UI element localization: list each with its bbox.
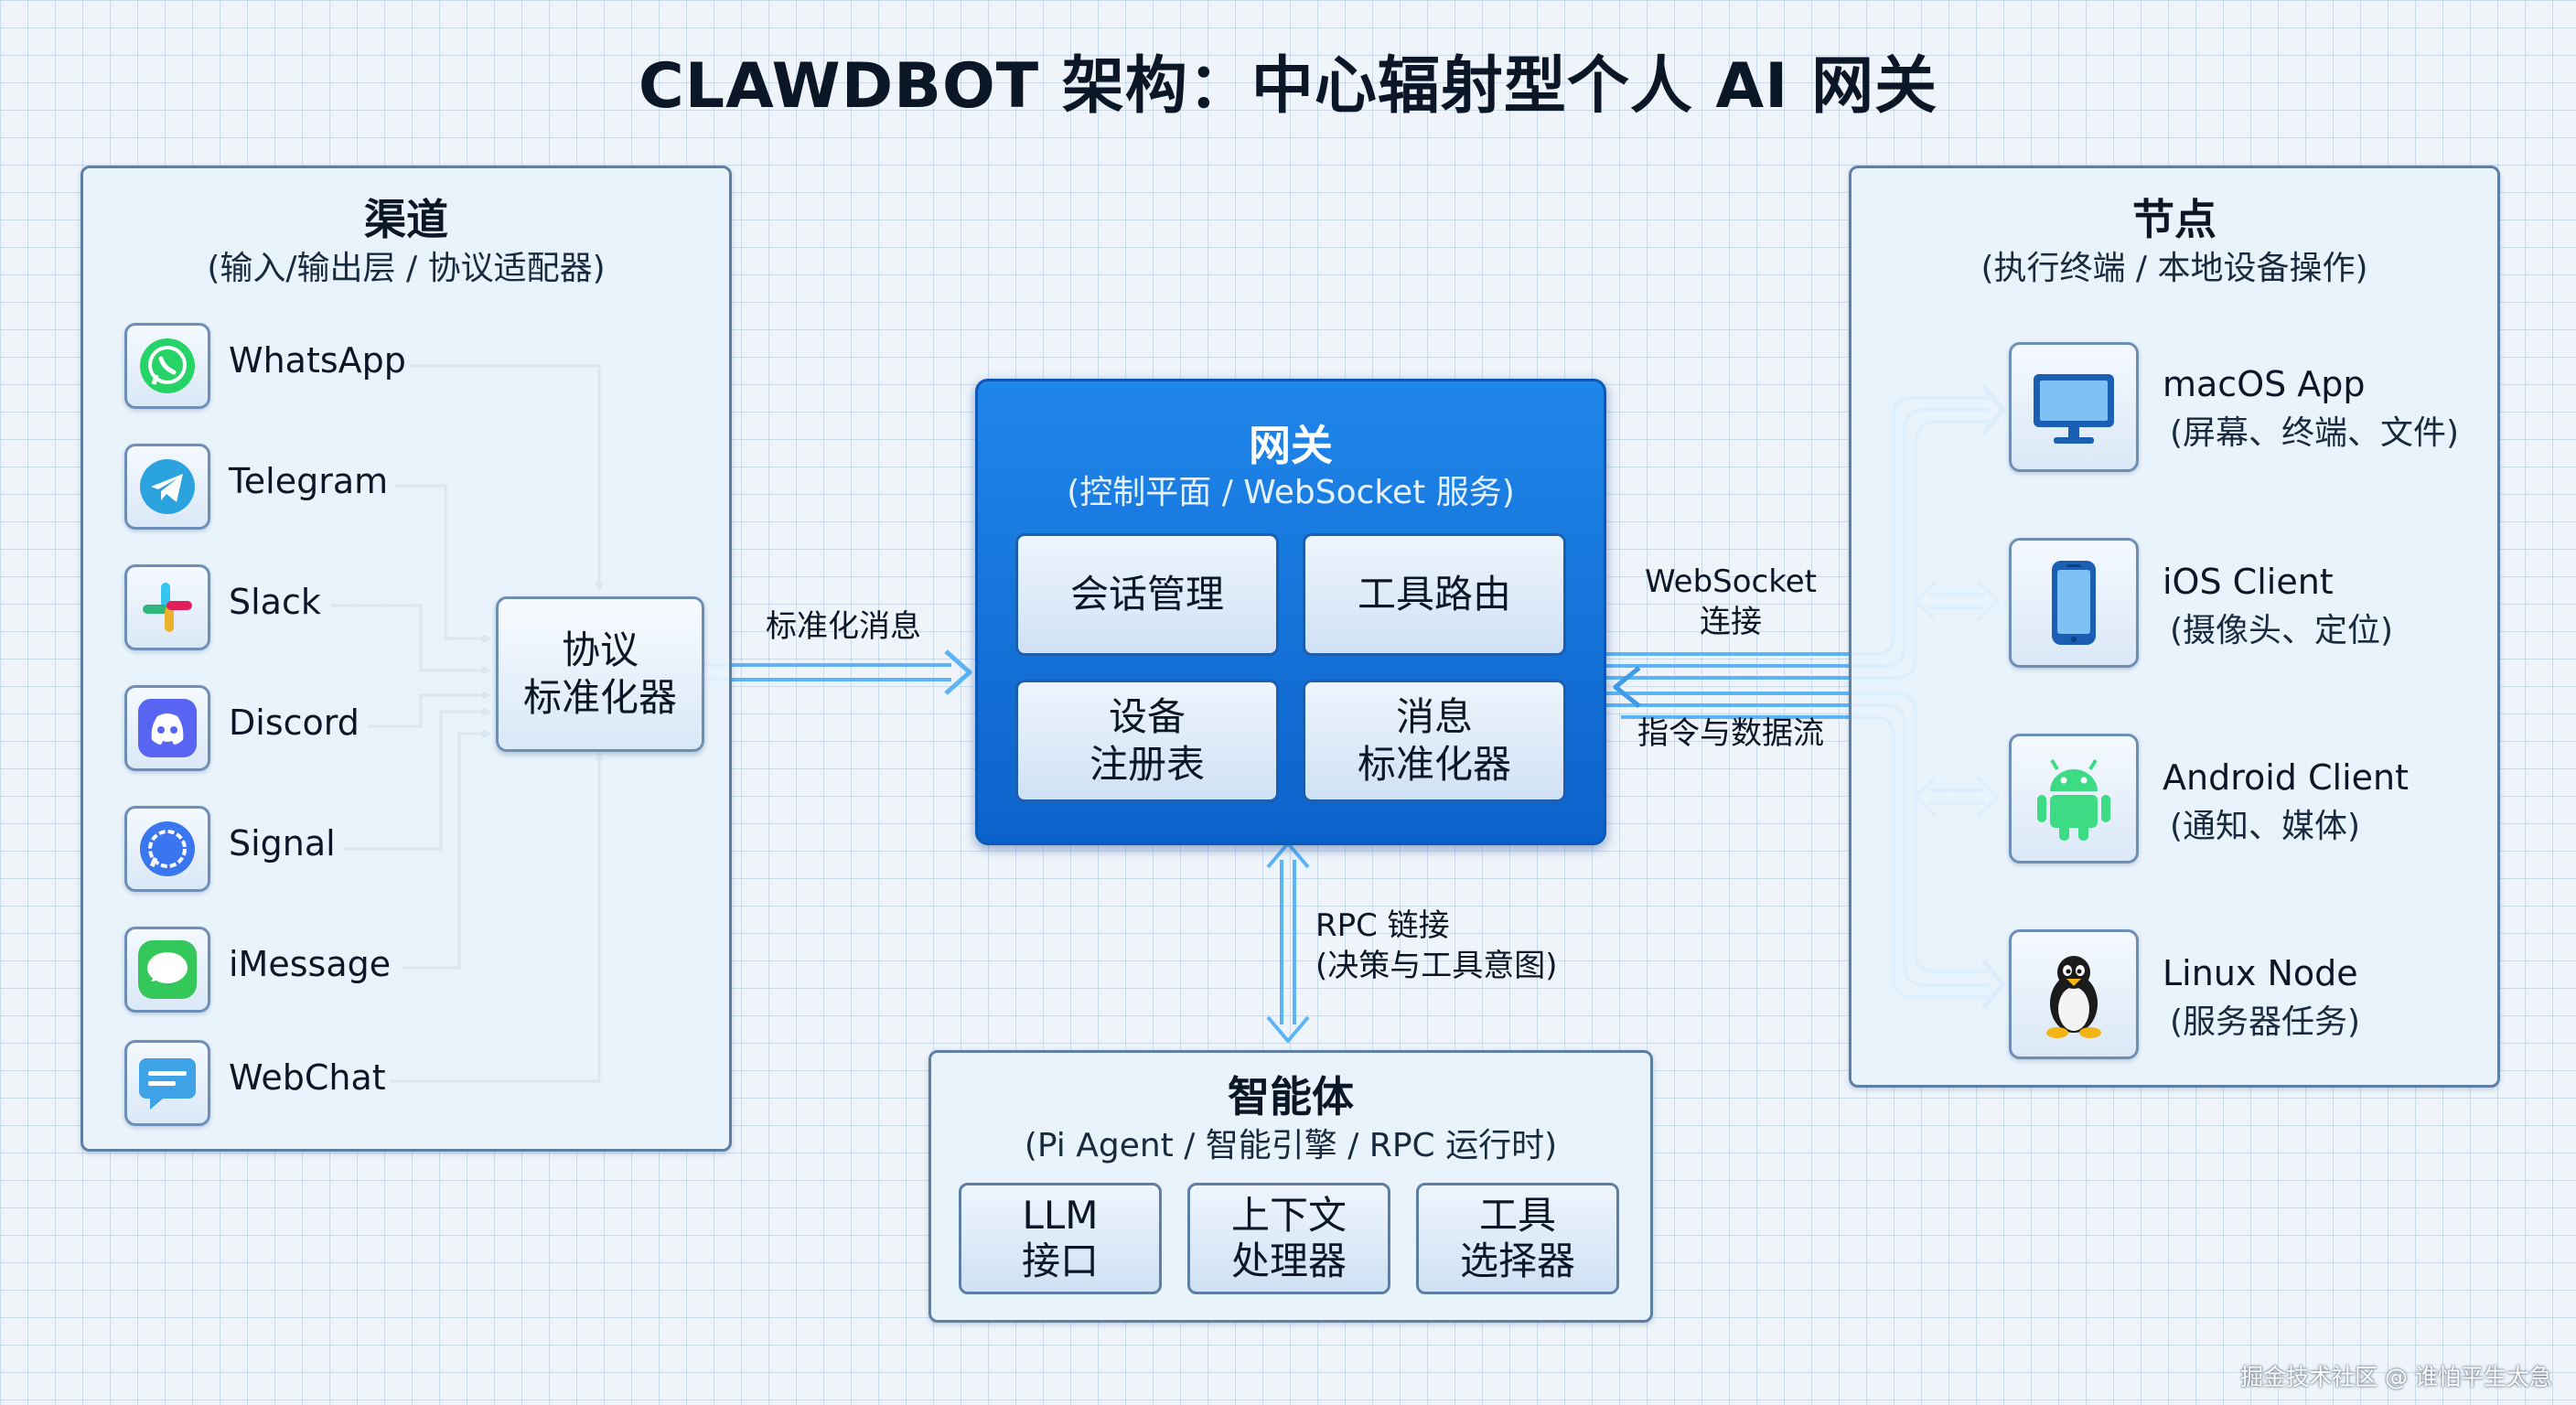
protocol-normalizer-box: 协议 标准化器 (496, 596, 704, 752)
agent-panel: 智能体 (Pi Agent / 智能引擎 / RPC 运行时) LLM 接口 上… (928, 1050, 1653, 1323)
agent-cell-label: 选择器 (1459, 1239, 1575, 1283)
agent-subtitle: (Pi Agent / 智能引擎 / RPC 运行时) (1024, 1127, 1558, 1164)
gateway-cell-label: 消息 (1395, 694, 1473, 739)
gateway-cell-label: 设备 (1108, 694, 1186, 739)
agent-cell-label: LLM (1022, 1193, 1099, 1238)
channel-label-discord: Discord (229, 702, 360, 743)
agent-cell-label: 处理器 (1230, 1239, 1347, 1283)
nodes-subtitle: (执行终端 / 本地设备操作) (1980, 250, 2368, 287)
rpc-link-label: RPC 链接 (决策与工具意图) (1315, 906, 1617, 986)
node-desc-android: (通知、媒体) (2170, 808, 2361, 845)
gateway-cell-label: 工具路由 (1357, 572, 1511, 617)
normalized-message-label: 标准化消息 (766, 608, 921, 645)
channel-label-webchat: WebChat (229, 1057, 386, 1098)
nodes-panel: 节点 (执行终端 / 本地设备操作) (1849, 166, 2500, 1088)
agent-cell-label: 工具 (1478, 1193, 1556, 1238)
whatsapp-icon[interactable] (124, 323, 210, 409)
slack-icon[interactable] (124, 564, 210, 650)
channel-label-telegram: Telegram (229, 461, 389, 501)
gateway-title: 网关 (1249, 421, 1333, 470)
gateway-cell-label: 注册表 (1089, 742, 1205, 787)
normalizer-line1: 协议 (561, 627, 639, 672)
imessage-icon[interactable] (124, 927, 210, 1013)
channels-subtitle: (输入/输出层 / 协议适配器) (207, 250, 606, 287)
channel-label-signal: Signal (229, 823, 336, 863)
channel-label-slack: Slack (229, 582, 321, 622)
node-desc-linux: (服务器任务) (2170, 1003, 2361, 1041)
gateway-device-registry: 设备 注册表 (1015, 680, 1279, 802)
agent-tool-selector: 工具 选择器 (1416, 1183, 1619, 1294)
node-name-linux: Linux Node (2163, 953, 2358, 993)
agent-cell-label: 上下文 (1230, 1193, 1347, 1238)
gateway-message-normalizer: 消息 标准化器 (1303, 680, 1566, 802)
agent-title: 智能体 (1228, 1072, 1354, 1121)
node-name-macos: macOS App (2163, 364, 2366, 404)
normalized-message-arrow (704, 649, 972, 695)
gateway-cell-label: 标准化器 (1357, 742, 1511, 787)
channels-title: 渠道 (364, 195, 448, 244)
channel-label-whatsapp: WhatsApp (229, 340, 406, 381)
watermark: 掘金技术社区 @ 谁怕平生太急 (2240, 1364, 2552, 1390)
monitor-icon[interactable] (2009, 342, 2139, 472)
rpc-arrow (1266, 842, 1310, 1043)
android-icon[interactable] (2009, 734, 2139, 863)
nodes-title: 节点 (2132, 195, 2216, 244)
websocket-label-line1: WebSocket (1645, 563, 1817, 600)
gateway-subtitle: (控制平面 / WebSocket 服务) (1067, 474, 1515, 511)
signal-icon[interactable] (124, 806, 210, 892)
diagram-title: CLAWDBOT 架构：中心辐射型个人 AI 网关 (638, 50, 1938, 123)
node-name-ios: iOS Client (2163, 562, 2334, 602)
channel-label-imessage: iMessage (229, 944, 392, 984)
agent-context-processor: 上下文 处理器 (1187, 1183, 1390, 1294)
rpc-label-line1: RPC 链接 (1315, 907, 1450, 944)
command-data-flow-label: 指令与数据流 (1637, 715, 1824, 752)
websocket-label: WebSocket 连接 (1628, 562, 1833, 642)
node-name-android: Android Client (2163, 757, 2410, 798)
node-desc-ios: (摄像头、定位) (2170, 612, 2394, 649)
gateway-session-management: 会话管理 (1015, 533, 1279, 656)
discord-icon[interactable] (124, 685, 210, 771)
websocket-label-line2: 连接 (1700, 604, 1762, 640)
rpc-label-line2: (决策与工具意图) (1315, 948, 1558, 984)
gateway-panel: 网关 (控制平面 / WebSocket 服务) 会话管理 工具路由 设备 注册… (975, 379, 1606, 845)
node-desc-macos: (屏幕、终端、文件) (2170, 414, 2460, 452)
linux-tux-icon[interactable] (2009, 929, 2139, 1059)
normalizer-line2: 标准化器 (522, 675, 677, 720)
agent-cell-label: 接口 (1021, 1239, 1099, 1283)
agent-llm-interface: LLM 接口 (959, 1183, 1162, 1294)
webchat-icon[interactable] (124, 1040, 210, 1126)
telegram-icon[interactable] (124, 444, 210, 530)
phone-icon[interactable] (2009, 538, 2139, 668)
gateway-cell-label: 会话管理 (1069, 572, 1224, 617)
gateway-tool-routing: 工具路由 (1303, 533, 1566, 656)
